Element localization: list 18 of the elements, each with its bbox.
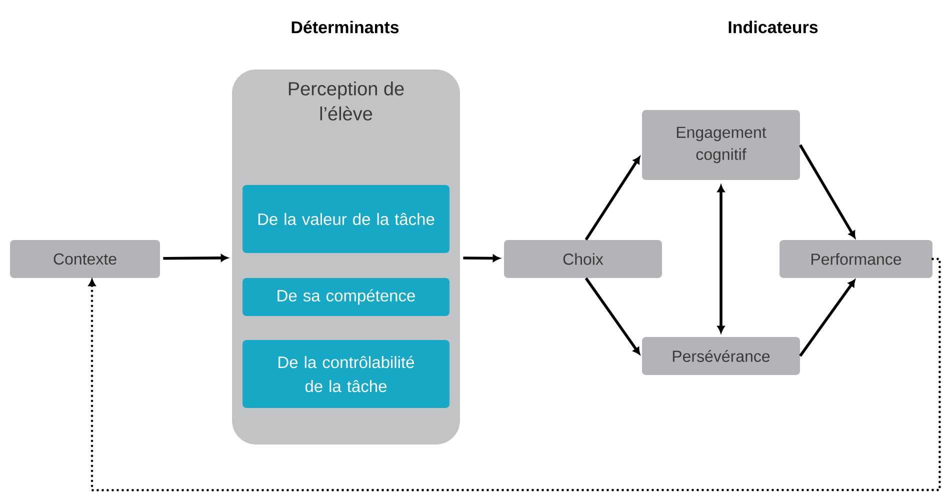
arrow xyxy=(463,254,500,262)
process-box: De sa compétence xyxy=(242,278,450,316)
process-box: Contexte xyxy=(10,240,160,278)
arrow xyxy=(799,144,856,238)
process-box: De la valeur de la tâche xyxy=(242,185,450,253)
process-box: Engagement cognitif xyxy=(642,110,800,180)
column-heading: Indicateurs xyxy=(728,20,818,34)
arrow xyxy=(799,280,856,357)
arrow xyxy=(717,185,725,333)
arrow xyxy=(584,277,640,355)
process-box: Persévérance xyxy=(642,337,800,375)
process-box: De la contrôlabilité de la tâche xyxy=(242,340,450,408)
feedback-arrow xyxy=(88,258,941,492)
arrow xyxy=(584,156,640,241)
process-box: Choix xyxy=(504,240,662,278)
process-box: Performance xyxy=(780,240,932,278)
arrow xyxy=(163,254,228,262)
column-heading: Déterminants xyxy=(292,20,399,34)
